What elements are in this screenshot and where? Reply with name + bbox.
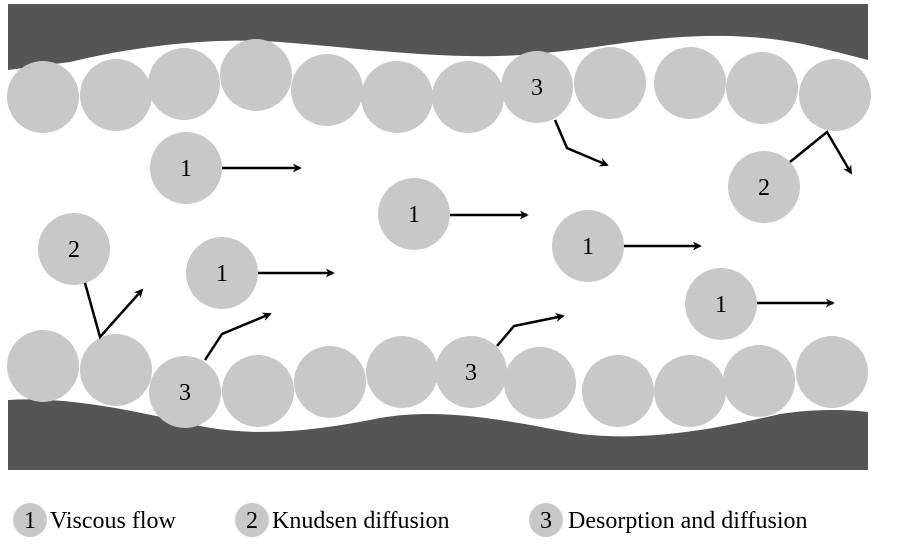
molecule-desorption: 3 — [501, 51, 573, 123]
wall-particle — [7, 330, 79, 402]
wall-particle — [366, 336, 438, 408]
wall-particle — [654, 355, 726, 427]
molecule-circle — [501, 51, 573, 123]
wall-particle — [726, 52, 798, 124]
molecule-number: 3 — [179, 380, 191, 406]
flow-arrows — [83, 119, 853, 361]
molecule-number: 1 — [582, 234, 594, 260]
wall-particle — [723, 345, 795, 417]
molecule-circle — [685, 268, 757, 340]
wall-particle — [654, 47, 726, 119]
molecule-circle — [552, 210, 624, 282]
legend-marker — [529, 503, 563, 537]
molecule-viscous: 1 — [685, 268, 757, 340]
molecule-circle — [38, 213, 110, 285]
molecule-viscous: 1 — [186, 237, 258, 309]
molecule-number: 1 — [715, 292, 727, 318]
molecule-desorption: 3 — [435, 336, 507, 408]
wall-particle — [222, 355, 294, 427]
legend-marker — [235, 503, 269, 537]
legend-label: Desorption and diffusion — [568, 508, 808, 534]
molecule-circle — [150, 132, 222, 204]
molecule-circle — [435, 336, 507, 408]
desorption-arrow — [496, 313, 565, 347]
top-wall — [8, 4, 868, 70]
molecule-number: 2 — [68, 237, 80, 263]
molecule-knudsen: 2 — [728, 151, 800, 223]
wall-particle — [291, 54, 363, 126]
wall-particle — [796, 336, 868, 408]
wall-particle — [148, 48, 220, 120]
molecule-circle — [186, 237, 258, 309]
knudsen-arrow — [789, 130, 853, 175]
molecule-number: 2 — [758, 175, 770, 201]
molecule-number: 1 — [180, 156, 192, 182]
legend-number: 2 — [246, 508, 258, 534]
wall-particle — [582, 355, 654, 427]
molecule-viscous: 1 — [552, 210, 624, 282]
bottom-wall — [8, 399, 868, 470]
molecule-knudsen: 2 — [38, 213, 110, 285]
wall-particle — [7, 61, 79, 133]
wall-particle — [80, 334, 152, 406]
molecule-circle — [149, 356, 221, 428]
wall-particle — [361, 61, 433, 133]
bottom-particle-row — [7, 330, 868, 427]
molecule-number: 1 — [408, 202, 420, 228]
top-particle-row — [7, 39, 871, 133]
legend-label: Knudsen diffusion — [272, 508, 450, 534]
legend-number: 3 — [540, 508, 552, 534]
legend: 1 Viscous flow 2 Knudsen diffusion 3 Des… — [13, 503, 808, 537]
desorption-arrow — [553, 119, 609, 167]
legend-item-knudsen-diffusion: 2 Knudsen diffusion — [235, 503, 450, 537]
desorption-arrow — [203, 312, 272, 361]
molecule-number: 3 — [531, 75, 543, 101]
legend-label: Viscous flow — [50, 508, 177, 534]
molecule-viscous: 1 — [378, 178, 450, 250]
wall-particle — [220, 39, 292, 111]
molecule-number: 1 — [216, 261, 228, 287]
wall-particle — [294, 346, 366, 418]
molecule-circle — [378, 178, 450, 250]
wall-particle — [574, 47, 646, 119]
molecule-viscous: 1 — [150, 132, 222, 204]
legend-item-viscous-flow: 1 Viscous flow — [13, 503, 177, 537]
molecules: 1 1 1 1 1 2 2 3 — [38, 51, 800, 428]
legend-number: 1 — [24, 508, 36, 534]
wall-particle — [799, 59, 871, 131]
wall-particle — [432, 61, 504, 133]
molecule-circle — [728, 151, 800, 223]
molecule-desorption: 3 — [149, 356, 221, 428]
molecule-number: 3 — [465, 360, 477, 386]
legend-item-desorption-and-diffusion: 3 Desorption and diffusion — [529, 503, 808, 537]
wall-particle — [504, 347, 576, 419]
legend-marker — [13, 503, 47, 537]
wall-particle — [80, 59, 152, 131]
knudsen-arrow — [83, 282, 144, 340]
